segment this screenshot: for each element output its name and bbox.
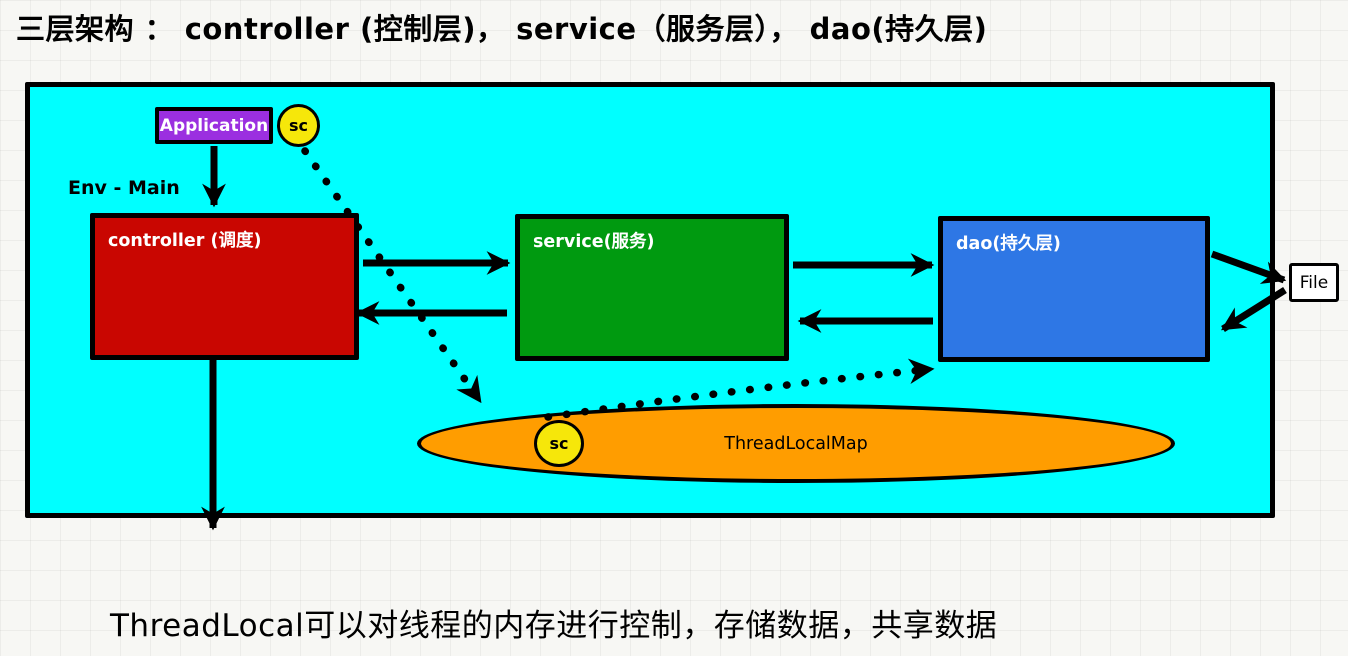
controller-label: controller (调度) bbox=[108, 231, 262, 251]
env-main-label: Env - Main bbox=[68, 177, 180, 199]
diagram-title: 三层架构 ： controller (控制层)， service（服务层）， d… bbox=[16, 12, 988, 46]
sc-badge-application-label: sc bbox=[288, 116, 308, 135]
dao-label: dao(持久层) bbox=[956, 234, 1061, 254]
controller-node[interactable]: controller (调度) bbox=[90, 213, 359, 360]
file-label: File bbox=[1299, 272, 1329, 293]
threadlocalmap-label: ThreadLocalMap bbox=[724, 433, 868, 454]
application-node[interactable]: Application bbox=[155, 107, 273, 144]
sc-badge-application[interactable]: sc bbox=[277, 104, 320, 147]
service-node[interactable]: service(服务) bbox=[515, 214, 789, 361]
threadlocalmap-node[interactable]: ThreadLocalMap bbox=[417, 404, 1175, 483]
footer-note: ThreadLocal可以对线程的内存进行控制，存储数据，共享数据 bbox=[110, 608, 998, 644]
dao-node[interactable]: dao(持久层) bbox=[938, 216, 1210, 362]
sc-badge-threadlocalmap[interactable]: sc bbox=[534, 420, 584, 467]
file-node[interactable]: File bbox=[1289, 263, 1339, 302]
sc-badge-threadlocalmap-label: sc bbox=[549, 434, 569, 453]
service-label: service(服务) bbox=[533, 232, 655, 252]
application-label: Application bbox=[159, 115, 269, 136]
